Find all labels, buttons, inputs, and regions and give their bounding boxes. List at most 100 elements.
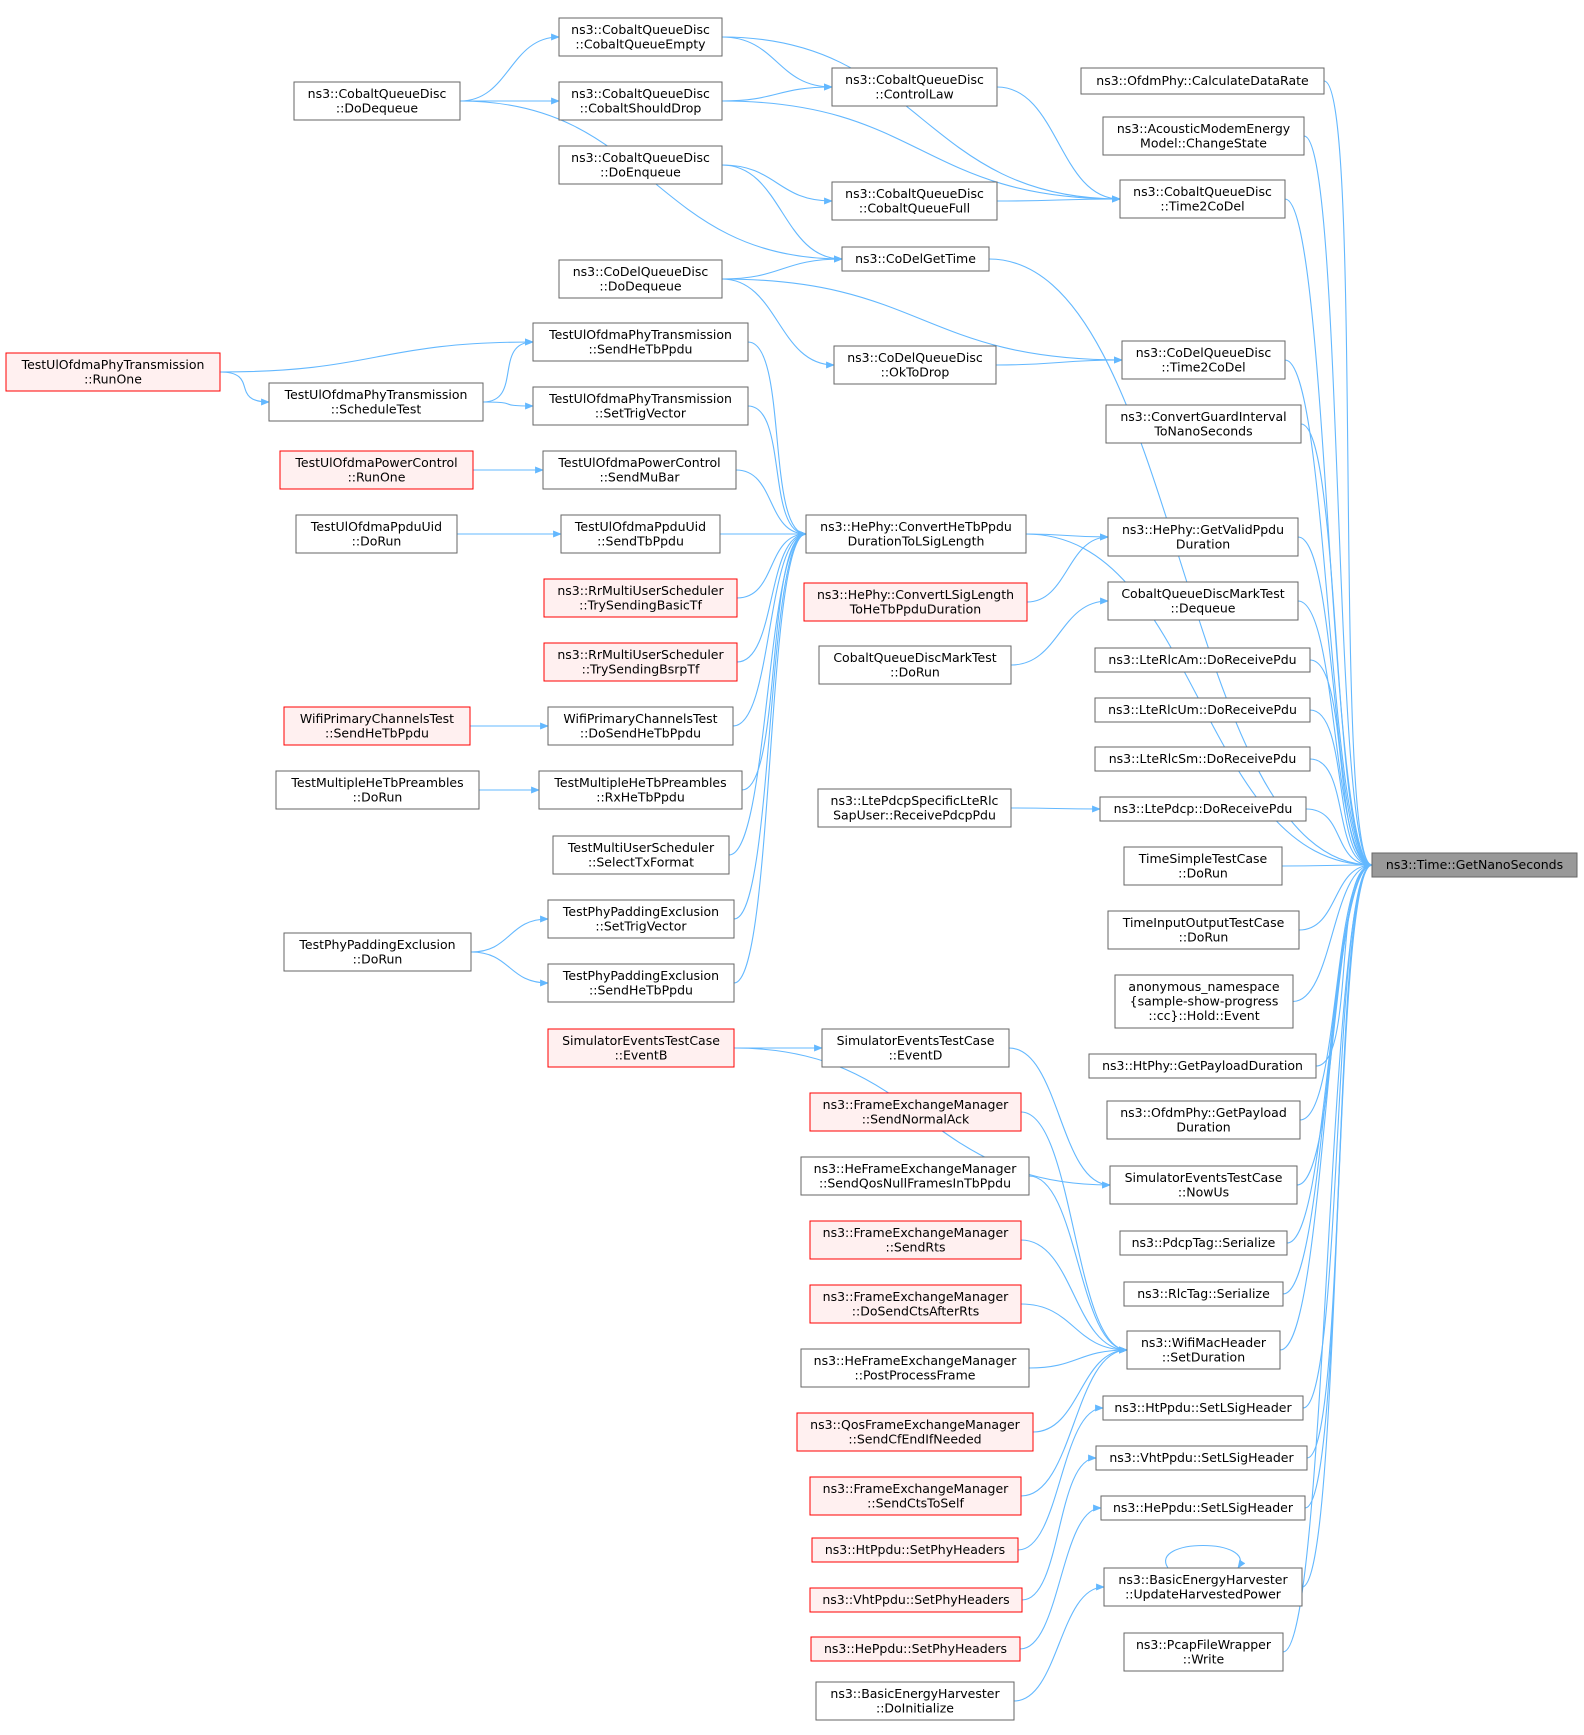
function-node[interactable]: ns3::OfdmPhy::GetPayloadDuration [1106,1100,1301,1140]
node-label-line: ns3::RrMultiUserScheduler [557,583,724,598]
function-node[interactable]: ns3::VhtPpdu::SetPhyHeaders [809,1587,1023,1613]
function-node[interactable]: ns3::LteRlcUm::DoReceivePdu [1094,697,1311,723]
node-box [809,1284,1022,1324]
function-node[interactable]: ns3::BasicEnergyHarvester::UpdateHarvest… [1103,1567,1303,1607]
node-box [558,17,723,57]
function-node[interactable]: CobaltQueueDiscMarkTest::DoRun [818,645,1012,685]
node-box [821,1028,1010,1068]
function-node[interactable]: TestUlOfdmaPpduUid::SendTbPpdu [560,514,721,554]
function-node[interactable]: ns3::CobaltQueueDisc::CobaltShouldDrop [558,81,723,121]
function-node[interactable]: ns3::WifiMacHeader::SetDuration [1126,1330,1281,1370]
function-node[interactable]: TestUlOfdmaPpduUid::DoRun [295,514,458,554]
function-node[interactable]: ns3::HeFrameExchangeManager::SendQosNull… [800,1156,1030,1196]
function-node[interactable]: WifiPrimaryChannelsTest::SendHeTbPpdu [283,706,471,746]
function-node[interactable]: TestPhyPaddingExclusion::DoRun [283,932,472,972]
function-node[interactable]: ns3::RrMultiUserScheduler::TrySendingBas… [543,578,738,618]
node-box [279,450,474,490]
function-node[interactable]: ns3::BasicEnergyHarvester::DoInitialize [815,1681,1015,1721]
function-node[interactable]: TestPhyPaddingExclusion::SetTrigVector [547,899,735,939]
node-label-line: ::RunOne [84,371,142,386]
function-node[interactable]: ns3::HtPpdu::SetLSigHeader [1102,1395,1304,1421]
function-node[interactable]: ns3::CoDelGetTime [841,246,990,272]
call-edge [733,530,807,984]
function-node[interactable]: TimeSimpleTestCase::DoRun [1123,846,1283,886]
node-label-line: ::SendHeTbPpdu [325,725,429,740]
node-layer: ns3::CobaltQueueDisc::CobaltQueueEmptyns… [5,17,1578,1721]
function-node[interactable]: ns3::CoDelQueueDisc::Time2CoDel [1121,340,1286,380]
function-node[interactable]: ns3::CobaltQueueDisc::CobaltQueueEmpty [558,17,723,57]
function-node[interactable]: ns3::RlcTag::Serialize [1123,1281,1284,1307]
function-node[interactable]: ns3::CobaltQueueDisc::DoDequeue [293,81,461,121]
node-label-line: ns3::CobaltQueueDisc [1133,184,1272,199]
function-node[interactable]: TestMultipleHeTbPreambles::DoRun [275,770,480,810]
call-edge [1008,1047,1111,1189]
function-node[interactable]: TestUlOfdmaPowerControl::SendMuBar [542,450,737,490]
function-node[interactable]: ns3::CobaltQueueDisc::Time2CoDel [1119,179,1286,219]
function-node[interactable]: ns3::LteRlcSm::DoReceivePdu [1094,746,1311,772]
function-node[interactable]: ns3::FrameExchangeManager::DoSendCtsAfte… [809,1284,1022,1324]
call-edge [996,86,1121,203]
node-label-line: ::SendCfEndIfNeeded [848,1431,981,1446]
function-node[interactable]: ns3::CobaltQueueDisc::CobaltQueueFull [831,181,998,221]
function-node[interactable]: TestPhyPaddingExclusion::SendHeTbPpdu [547,963,735,1003]
function-node[interactable]: TimeInputOutputTestCase::DoRun [1107,910,1300,950]
node-box [1114,974,1294,1029]
node-label-line: DurationToLSigLength [848,533,985,548]
call-edge [741,530,807,791]
function-node[interactable]: ns3::QosFrameExchangeManager::SendCfEndI… [796,1412,1034,1452]
function-node[interactable]: ns3::RrMultiUserScheduler::TrySendingBsr… [543,642,738,682]
function-node[interactable]: ns3::FrameExchangeManager::SendRts [809,1220,1022,1260]
function-node[interactable]: ns3::LtePdcp::DoReceivePdu [1099,796,1307,822]
function-node[interactable]: SimulatorEventsTestCase::NowUs [1109,1165,1298,1205]
node-label-line: ns3::AcousticModemEnergy [1117,121,1291,136]
node-label-line: ::DoEnqueue [600,164,681,179]
node-label-line: ns3::HtPhy::GetPayloadDuration [1102,1058,1303,1073]
function-node[interactable]: ns3::VhtPpdu::SetLSigHeader [1095,1445,1308,1471]
node-label-line: TestUlOfdmaPhyTransmission [21,357,205,372]
function-node[interactable]: ns3::HeFrameExchangeManager::PostProcess… [800,1348,1030,1388]
function-node[interactable]: ns3::LtePdcpSpecificLteRlcSapUser::Recei… [817,788,1012,828]
node-label-line: TestPhyPaddingExclusion [298,937,455,952]
function-node[interactable]: WifiPrimaryChannelsTest::DoSendHeTbPpdu [547,706,734,746]
function-node[interactable]: ns3::CoDelQueueDisc::DoDequeue [558,259,723,299]
focus-function-node[interactable]: ns3::Time::GetNanoSeconds [1371,852,1578,878]
function-node[interactable]: ns3::CobaltQueueDisc::DoEnqueue [558,145,723,185]
function-node[interactable]: ns3::PdcpTag::Serialize [1119,1230,1288,1256]
function-node[interactable]: ns3::HtPhy::GetPayloadDuration [1088,1053,1317,1079]
function-node[interactable]: TestUlOfdmaPhyTransmission::ScheduleTest [268,382,484,422]
function-node[interactable]: TestUlOfdmaPhyTransmission::SetTrigVecto… [532,386,749,426]
function-node[interactable]: ns3::FrameExchangeManager::SendNormalAck [809,1092,1022,1132]
function-node[interactable]: ns3::HePpdu::SetLSigHeader [1100,1495,1306,1521]
function-node[interactable]: ns3::HtPpdu::SetPhyHeaders [811,1537,1019,1563]
function-node[interactable]: ns3::OfdmPhy::CalculateDataRate [1080,67,1325,95]
function-node[interactable]: ns3::FrameExchangeManager::SendCtsToSelf [809,1476,1022,1516]
function-node[interactable]: TestMultipleHeTbPreambles::RxHeTbPpdu [538,770,743,810]
node-box [543,578,738,618]
call-edge [1323,80,1373,869]
function-node[interactable]: anonymous_namespace{sample-show-progress… [1114,974,1294,1029]
function-node[interactable]: ns3::CoDelQueueDisc::OkToDrop [833,345,997,385]
function-node[interactable]: TestUlOfdmaPhyTransmission::SendHeTbPpdu [532,322,749,362]
function-node[interactable]: ns3::AcousticModemEnergyModel::ChangeSta… [1102,116,1305,156]
function-node[interactable]: ns3::HePpdu::SetPhyHeaders [810,1636,1021,1662]
function-node[interactable]: ns3::LteRlcAm::DoReceivePdu [1094,647,1311,673]
function-node[interactable]: SimulatorEventsTestCase::EventB [547,1028,735,1068]
function-node[interactable]: ns3::HePhy::ConvertLSigLengthToHeTbPpduD… [803,582,1028,622]
function-node[interactable]: ns3::PcapFileWrapper::Write [1123,1632,1284,1672]
node-box [543,642,738,682]
node-label-line: TestPhyPaddingExclusion [562,968,719,983]
function-node[interactable]: ns3::HePhy::ConvertHeTbPpduDurationToLSi… [805,514,1027,554]
function-node[interactable]: CobaltQueueDiscMarkTest::Dequeue [1107,581,1299,621]
node-label-line: ::PostProcessFrame [855,1367,976,1382]
function-node[interactable]: ns3::CobaltQueueDisc::ControlLaw [831,67,998,107]
function-node[interactable]: TestMultiUserScheduler::SelectTxFormat [552,835,730,875]
call-edge [721,36,833,91]
function-node[interactable]: TestUlOfdmaPhyTransmission::RunOne [5,352,221,392]
function-node[interactable]: SimulatorEventsTestCase::EventD [821,1028,1010,1068]
node-label-line: ::TrySendingBasicTf [579,597,702,612]
function-node[interactable]: TestUlOfdmaPowerControl::RunOne [279,450,474,490]
call-edge [996,195,1121,203]
call-edge [1013,1583,1105,1702]
